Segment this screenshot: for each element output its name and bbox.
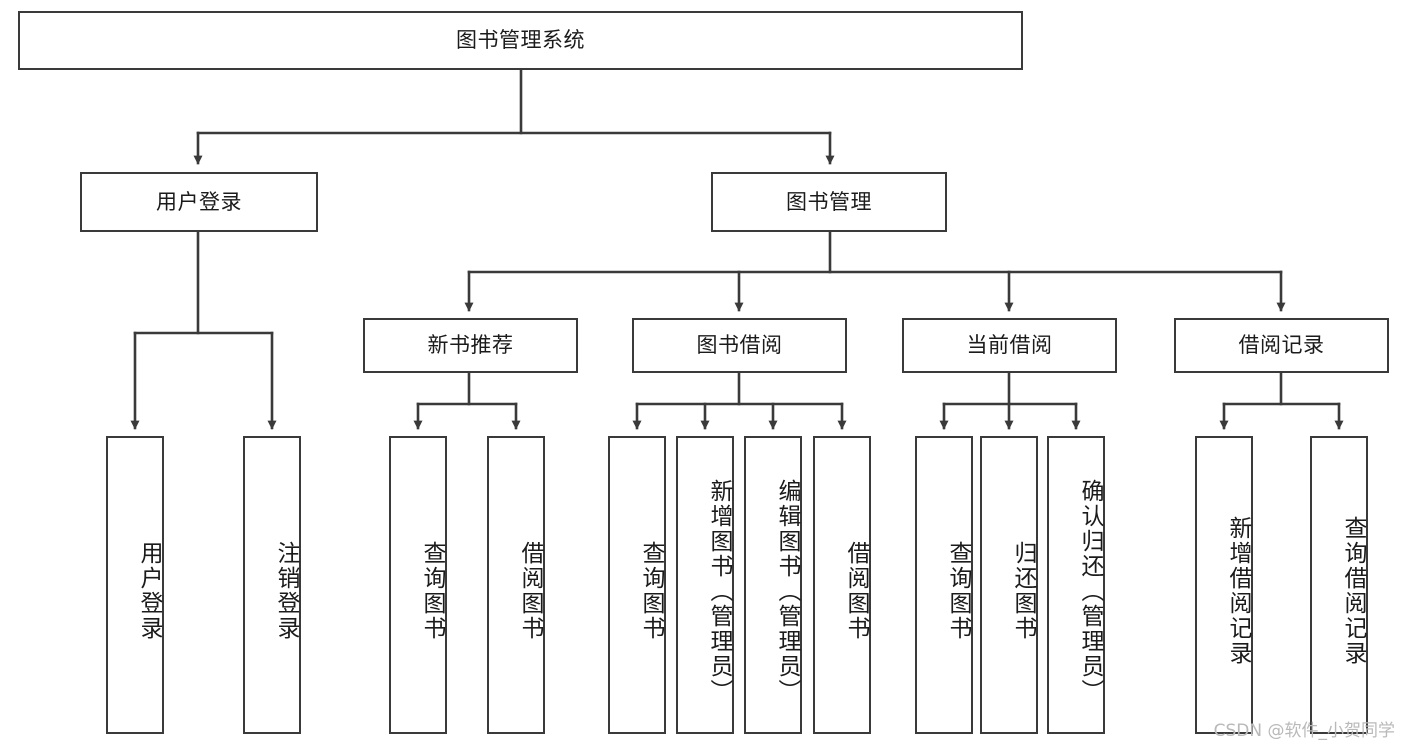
node-leaf-logout-login-label: 注销登录 xyxy=(273,541,299,641)
node-leaf-borrow-book-2-label: 借阅图书 xyxy=(843,541,869,641)
node-leaf-query-book-1-label: 查询图书 xyxy=(419,541,445,641)
node-current-borrow[interactable]: 当前借阅 xyxy=(902,318,1117,373)
node-leaf-query-book-2-label: 查询图书 xyxy=(638,541,664,641)
node-book-manage-label: 图书管理 xyxy=(786,189,872,214)
node-leaf-add-record[interactable]: 新增借阅记录 xyxy=(1195,436,1253,734)
node-user-login-label: 用户登录 xyxy=(156,189,242,214)
node-book-borrow[interactable]: 图书借阅 xyxy=(632,318,847,373)
node-root[interactable]: 图书管理系统 xyxy=(18,11,1023,70)
node-leaf-add-record-label: 新增借阅记录 xyxy=(1225,516,1251,666)
node-leaf-query-book-3[interactable]: 查询图书 xyxy=(915,436,973,734)
node-leaf-query-record-label: 查询借阅记录 xyxy=(1340,516,1366,666)
node-leaf-edit-book[interactable]: 编辑图书（管理员） xyxy=(744,436,802,734)
node-leaf-add-book[interactable]: 新增图书（管理员） xyxy=(676,436,734,734)
node-leaf-query-book-2[interactable]: 查询图书 xyxy=(608,436,666,734)
node-leaf-return-book-label: 归还图书 xyxy=(1010,541,1036,641)
csdn-watermark: CSDN @软件_小贺同学 xyxy=(1213,721,1395,741)
node-current-borrow-label: 当前借阅 xyxy=(966,333,1053,358)
node-leaf-query-record[interactable]: 查询借阅记录 xyxy=(1310,436,1368,734)
node-leaf-confirm-return[interactable]: 确认归还（管理员） xyxy=(1047,436,1105,734)
node-book-borrow-label: 图书借阅 xyxy=(696,333,783,358)
node-leaf-edit-book-label: 编辑图书（管理员） xyxy=(774,478,800,704)
node-borrow-record[interactable]: 借阅记录 xyxy=(1174,318,1389,373)
node-leaf-borrow-book-2[interactable]: 借阅图书 xyxy=(813,436,871,734)
node-borrow-record-label: 借阅记录 xyxy=(1238,333,1325,358)
node-leaf-add-book-label: 新增图书（管理员） xyxy=(706,478,732,704)
node-leaf-return-book[interactable]: 归还图书 xyxy=(980,436,1038,734)
node-leaf-query-book-3-label: 查询图书 xyxy=(945,541,971,641)
node-new-book-recommend[interactable]: 新书推荐 xyxy=(363,318,578,373)
node-new-book-recommend-label: 新书推荐 xyxy=(427,333,514,358)
node-leaf-query-book-1[interactable]: 查询图书 xyxy=(389,436,447,734)
node-leaf-borrow-book-1[interactable]: 借阅图书 xyxy=(487,436,545,734)
node-book-manage[interactable]: 图书管理 xyxy=(711,172,947,232)
node-leaf-borrow-book-1-label: 借阅图书 xyxy=(517,541,543,641)
node-leaf-logout-login[interactable]: 注销登录 xyxy=(243,436,301,734)
node-leaf-user-login[interactable]: 用户登录 xyxy=(106,436,164,734)
node-root-label: 图书管理系统 xyxy=(456,28,585,53)
node-leaf-confirm-return-label: 确认归还（管理员） xyxy=(1077,478,1103,704)
node-leaf-user-login-label: 用户登录 xyxy=(136,541,162,641)
node-user-login[interactable]: 用户登录 xyxy=(80,172,318,232)
